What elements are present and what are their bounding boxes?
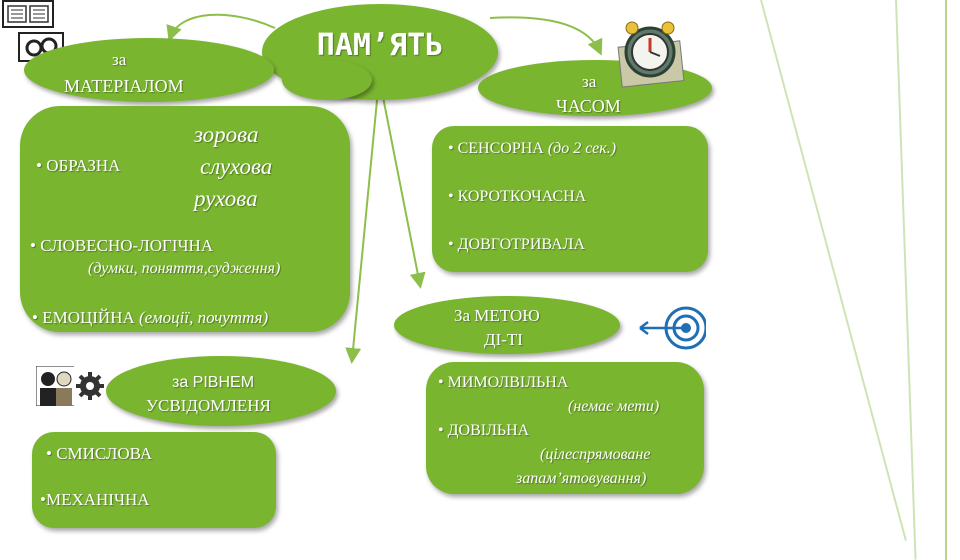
arrow-to-awareness xyxy=(345,89,379,364)
sensory-label: • СЕНСОРНА xyxy=(448,140,544,157)
semantic-item: • СМИСЛОВА xyxy=(46,444,153,463)
awareness-label-bottom: УСВІДОМЛЕНЯ xyxy=(146,396,271,415)
purpose-label-top: За МЕТОЮ xyxy=(454,306,540,325)
awareness-box xyxy=(32,432,276,528)
voluntary-item: • ДОВІЛЬНА xyxy=(438,422,530,439)
page-title: ПАМ’ЯТЬ xyxy=(316,28,444,63)
mechanical-item: •МЕХАНІЧНА xyxy=(40,490,150,509)
connector-arrows xyxy=(166,13,603,364)
verbal-item: • СЛОВЕСНО-ЛОГІЧНА xyxy=(30,236,214,255)
emotional-label: • ЕМОЦІЙНА xyxy=(32,308,135,327)
involuntary-item: • МИМОЛВІЛЬНА xyxy=(438,374,569,391)
decor-line-3 xyxy=(945,0,947,560)
sensory-note: (до 2 сек.) xyxy=(547,140,617,157)
time-label-bottom: ЧАСОМ xyxy=(556,96,621,116)
figurative-sub-visual: зорова xyxy=(194,122,259,147)
material-label-bottom: МАТЕРІАЛОМ xyxy=(64,76,184,96)
voluntary-note-2: запам’ятовування) xyxy=(516,470,647,487)
people-icon xyxy=(35,365,77,407)
material-box xyxy=(20,106,350,332)
sensory-item: • СЕНСОРНА (до 2 сек.) xyxy=(448,140,616,158)
material-label-top: за xyxy=(112,50,127,69)
awareness-cloud xyxy=(106,356,336,426)
arrow-to-material xyxy=(166,13,276,42)
arrow-to-time xyxy=(489,16,603,56)
purpose-label-bottom: ДІ-ТІ xyxy=(484,330,523,349)
time-label-top: за xyxy=(582,72,597,91)
title-cloud-bump xyxy=(282,60,372,100)
book-icon xyxy=(2,0,54,28)
purpose-cloud xyxy=(394,296,620,354)
emotional-note: (емоції, почуття) xyxy=(139,308,269,327)
alarm-clock-icon xyxy=(612,14,688,90)
verbal-note: (думки, поняття,судження) xyxy=(88,260,281,277)
awareness-label-top: за РІВНЕМ xyxy=(172,374,255,391)
arrow-to-purpose xyxy=(381,91,426,289)
voluntary-note-1: (цілеспрямоване xyxy=(540,446,651,463)
time-box xyxy=(432,126,708,272)
figurative-sub-motor: рухова xyxy=(194,186,258,211)
figurative-item: • ОБРАЗНА xyxy=(36,156,121,175)
purpose-box xyxy=(426,362,704,494)
target-icon xyxy=(636,298,708,358)
material-cloud xyxy=(24,38,274,102)
figurative-sub-auditory: слухова xyxy=(200,154,273,179)
short-term-item: • КОРОТКОЧАСНА xyxy=(448,188,587,205)
long-term-item: • ДОВГОТРИВАЛА xyxy=(448,236,585,253)
involuntary-note: (немає мети) xyxy=(568,398,660,415)
emotional-item: • ЕМОЦІЙНА (емоції, почуття) xyxy=(32,308,268,328)
gear-icon xyxy=(74,366,106,406)
